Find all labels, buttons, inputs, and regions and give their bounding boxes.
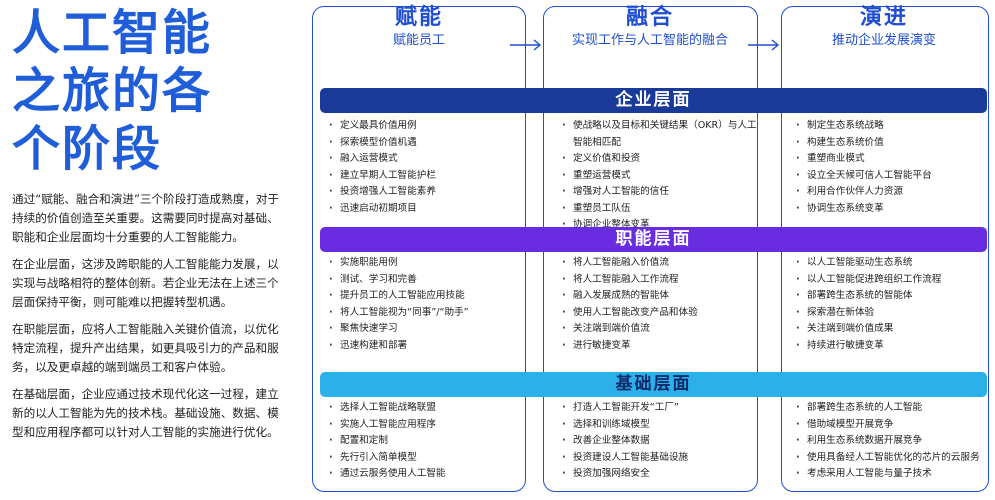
- list-item: 部署跨生态系统的人工智能: [791, 400, 995, 417]
- intro-panel: 人工智能 之旅的各 个阶段 通过“赋能、融合和演进”三个阶段打造成熟度，对于持续…: [12, 4, 290, 442]
- list-item: 融入运营模式: [324, 151, 539, 168]
- layer-enterprise-col-1: 定义最具价值用例 探索模型价值机遇 融入运营模式 建立早期人工智能护栏 投资增强…: [324, 118, 539, 217]
- list-item: 利用合作伙伴人力资源: [791, 184, 991, 201]
- list-item: 通过云服务使用人工智能: [324, 466, 539, 483]
- list-item: 探索模型价值机遇: [324, 135, 539, 152]
- list-item: 定义价值和投资: [557, 151, 757, 168]
- layer-band-enterprise: 企业层面: [320, 88, 987, 113]
- list-item: 建立早期人工智能护栏: [324, 168, 539, 185]
- page-title: 人工智能 之旅的各 个阶段: [12, 4, 290, 178]
- list-item: 持续进行敏捷变革: [791, 338, 991, 355]
- list-item: 重塑运营模式: [557, 168, 757, 185]
- list-item: 定义最具价值用例: [324, 118, 539, 135]
- list-item: 实施人工智能应用程序: [324, 417, 539, 434]
- stage-name: 融合: [625, 5, 674, 30]
- intro-paragraph: 在企业层面，这涉及跨职能的人工智能能力发展，以实现与战略相符的整体创新。若企业无…: [12, 257, 279, 309]
- list-item: 重塑商业模式: [791, 151, 991, 168]
- list-item: 进行敏捷变革: [557, 338, 757, 355]
- list-item: 探索潜在新体验: [791, 305, 991, 322]
- list-item: 投资建设人工智能基础设施: [557, 450, 757, 467]
- list-item: 打造人工智能开发“工厂”: [557, 400, 757, 417]
- list-item: 使战略以及目标和关键结果（OKR）与人工智能相匹配: [557, 118, 757, 151]
- list-item: 考虑采用人工智能与量子技术: [791, 466, 995, 483]
- list-item: 部署跨生态系统的智能体: [791, 288, 991, 305]
- layer-function-col-1: 实施职能用例 测试、学习和完善 提升员工的人工智能应用技能 将人工智能视为“同事…: [324, 255, 539, 354]
- list-item: 使用人工智能改变产品和体验: [557, 305, 757, 322]
- list-item: 将人工智能视为“同事”/“助手”: [324, 305, 539, 322]
- list-item: 提升员工的人工智能应用技能: [324, 288, 539, 305]
- list-item: 以人工智能促进跨组织工作流程: [791, 272, 991, 289]
- intro-paragraphs: 通过“赋能、融合和演进”三个阶段打造成熟度，对于持续的价值创造至关重要。这需要同…: [12, 190, 290, 442]
- list-item: 借助域模型开展竞争: [791, 417, 995, 434]
- layer-base-col-3: 部署跨生态系统的人工智能 借助域模型开展竞争 利用生态系统数据开展竞争 使用具备…: [791, 400, 995, 483]
- list-item: 协调企业整体变革: [557, 217, 757, 234]
- title-line: 人工智能: [12, 5, 213, 61]
- stage-empower: 赋能 赋能员工: [314, 4, 524, 50]
- layer-function-col-2: 将人工智能融入价值流 将人工智能融入工作流程 融入发展成熟的智能体 使用人工智能…: [557, 255, 757, 354]
- list-item: 以人工智能驱动生态系统: [791, 255, 991, 272]
- list-item: 关注端到端价值成果: [791, 321, 991, 338]
- list-item: 投资增强人工智能素养: [324, 184, 539, 201]
- list-item: 测试、学习和完善: [324, 272, 539, 289]
- list-item: 关注端到端价值流: [557, 321, 757, 338]
- list-item: 选择人工智能战略联盟: [324, 400, 539, 417]
- layer-base-col-1: 选择人工智能战略联盟 实施人工智能应用程序 配置和定制 先行引入简单模型 通过云…: [324, 400, 539, 483]
- list-item: 使用具备经人工智能优化的芯片的云服务: [791, 450, 995, 467]
- list-item: 协调生态系统变革: [791, 201, 991, 218]
- list-item: 迅速启动初期项目: [324, 201, 539, 218]
- layer-enterprise-col-2: 使战略以及目标和关键结果（OKR）与人工智能相匹配 定义价值和投资 重塑运营模式…: [557, 118, 757, 234]
- layer-enterprise-col-3: 制定生态系统战略 构建生态系统价值 重塑商业模式 设立全天候可信人工智能平台 利…: [791, 118, 991, 217]
- intro-paragraph: 在职能层面，应将人工智能融入关键价值流，以优化特定流程，提升产出结果，如更具吸引…: [12, 322, 279, 374]
- stage-name: 演进: [859, 5, 908, 30]
- layer-base-col-2: 打造人工智能开发“工厂” 选择和训练域模型 改善企业整体数据 投资建设人工智能基…: [557, 400, 757, 483]
- list-item: 重塑员工队伍: [557, 201, 757, 218]
- list-item: 设立全天候可信人工智能平台: [791, 168, 991, 185]
- list-item: 改善企业整体数据: [557, 433, 757, 450]
- list-item: 增强对人工智能的信任: [557, 184, 757, 201]
- layer-band-base: 基础层面: [320, 372, 987, 397]
- stage-evolve: 演进 推动企业发展演变: [779, 4, 989, 50]
- list-item: 配置和定制: [324, 433, 539, 450]
- intro-paragraph: 在基础层面，企业应通过技术现代化这一过程，建立新的以人工智能为先的技术栈。基础设…: [12, 387, 279, 439]
- list-item: 选择和训练域模型: [557, 417, 757, 434]
- list-item: 投资加强网络安全: [557, 466, 757, 483]
- layer-band-function: 职能层面: [320, 227, 987, 252]
- list-item: 将人工智能融入价值流: [557, 255, 757, 272]
- stage-subtitle: 赋能员工: [392, 33, 445, 48]
- stages-diagram: 赋能 赋能员工 融合 实现工作与人工智能的融合 演进 推动企业发展演变 企业层面…: [300, 0, 995, 500]
- title-line: 之旅的各: [12, 63, 213, 119]
- list-item: 利用生态系统数据开展竞争: [791, 433, 995, 450]
- arrow-right-icon: [748, 39, 780, 51]
- list-item: 聚焦快速学习: [324, 321, 539, 338]
- stage-subtitle: 推动企业发展演变: [831, 33, 936, 48]
- layer-function-col-3: 以人工智能驱动生态系统 以人工智能促进跨组织工作流程 部署跨生态系统的智能体 探…: [791, 255, 991, 354]
- stage-integrate: 融合 实现工作与人工智能的融合: [545, 4, 755, 50]
- list-item: 将人工智能融入工作流程: [557, 272, 757, 289]
- intro-paragraph: 通过“赋能、融合和演进”三个阶段打造成熟度，对于持续的价值创造至关重要。这需要同…: [12, 192, 280, 244]
- list-item: 实施职能用例: [324, 255, 539, 272]
- title-line: 个阶段: [12, 121, 163, 177]
- stage-subtitle: 实现工作与人工智能的融合: [571, 33, 728, 48]
- list-item: 融入发展成熟的智能体: [557, 288, 757, 305]
- arrow-right-icon: [510, 39, 542, 51]
- list-item: 构建生态系统价值: [791, 135, 991, 152]
- list-item: 迅速构建和部署: [324, 338, 539, 355]
- list-item: 制定生态系统战略: [791, 118, 991, 135]
- list-item: 先行引入简单模型: [324, 450, 539, 467]
- stage-name: 赋能: [394, 5, 443, 30]
